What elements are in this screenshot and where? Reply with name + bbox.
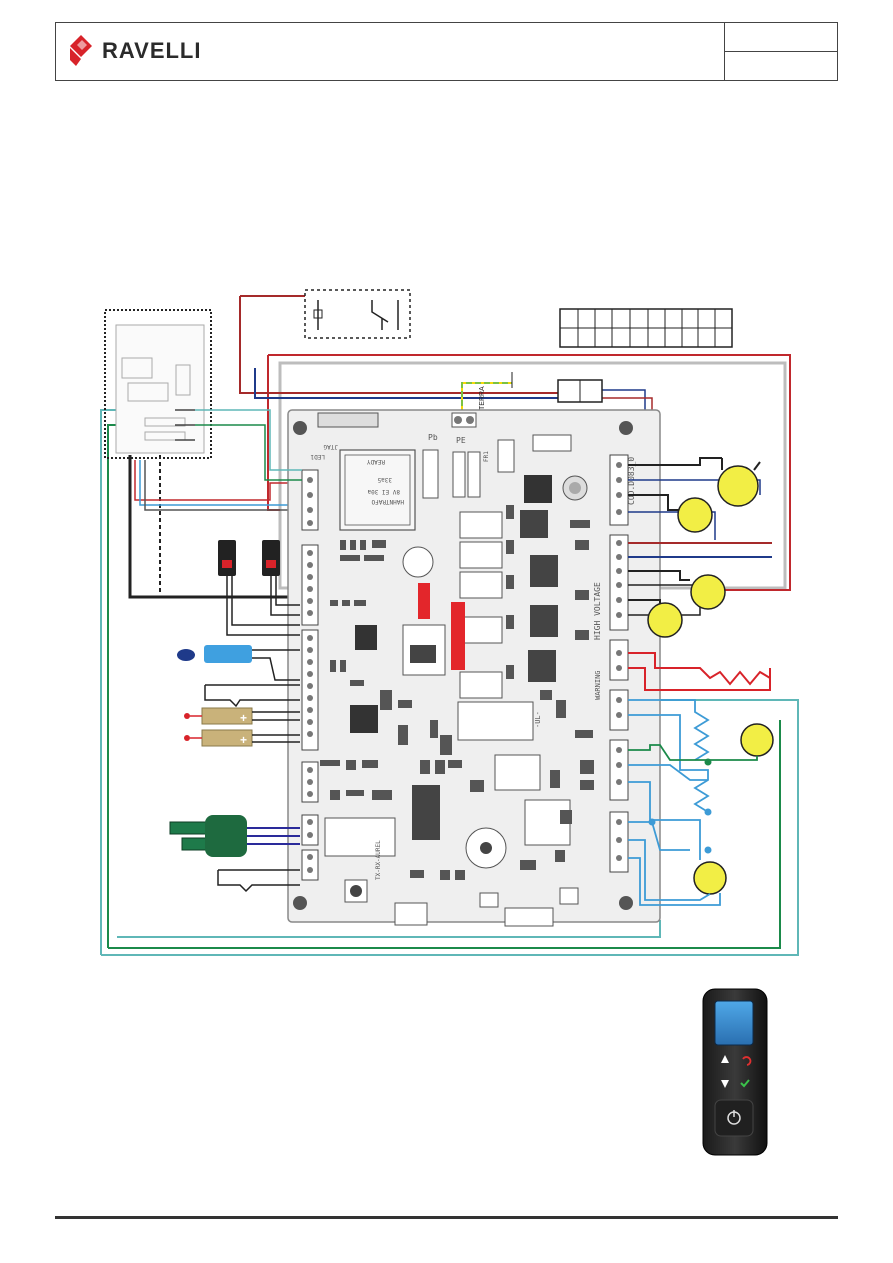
display-panel-part (127, 382, 169, 402)
pellet-sensor-connector-icon (169, 815, 300, 857)
high-voltage-label: HIGH VOLTAGE (593, 582, 602, 640)
header-cell-bottom (724, 52, 838, 81)
ravelli-flame-logo-icon (70, 35, 92, 66)
connector-outline (204, 684, 300, 708)
panel-wire (139, 460, 300, 506)
junction-dot (648, 818, 656, 826)
transformer-label: 8V EI 30a (367, 488, 400, 495)
jtag-label: JTAG (323, 443, 338, 450)
earth-frame-wire (107, 424, 195, 948)
motor-2-icon (677, 497, 713, 533)
junction-dot (704, 808, 712, 816)
fr1-label: FR1 (483, 451, 490, 462)
brand-name: RAVELLI (102, 38, 202, 63)
legend-table (559, 308, 733, 348)
signal-frame-wire (100, 409, 195, 955)
panel-cable (128, 455, 300, 599)
terra-label: TERRA (479, 386, 486, 410)
rf-module-label: TX-RX-AUREL (375, 840, 382, 880)
connector-outline (217, 869, 300, 893)
ready-label: READY (367, 458, 385, 465)
transformer-label: HAHNTRAFO (371, 498, 404, 505)
switch-coil (313, 309, 323, 319)
thermostat-1-icon (218, 540, 300, 636)
panel-wire (134, 460, 300, 501)
display-panel-part (144, 431, 186, 441)
back-arrow-icon[interactable] (742, 1056, 752, 1066)
pe-label: PE (456, 436, 466, 445)
right-wiring (628, 457, 772, 691)
ul-label: -UL- (534, 711, 542, 728)
brand-logo: RAVELLI (68, 35, 201, 67)
motor-3-icon (690, 574, 726, 610)
display-panel-part (175, 364, 191, 396)
signal-frame-wire (101, 699, 799, 956)
earth-wire (461, 382, 512, 415)
thermostat-2-icon (262, 540, 300, 616)
switch-contact (371, 300, 399, 330)
triangle-down-icon[interactable] (721, 1080, 729, 1088)
temperature-probe-icon (177, 645, 300, 681)
safety-switch-box (304, 289, 411, 339)
pcb-board: JTAG PE Pb 33a5 8V EI 30a HAHNTRAFO FR1 (287, 409, 661, 927)
remote-control-icon (702, 988, 768, 1156)
motor-6-icon (693, 861, 727, 895)
transformer-label: 33a5 (377, 476, 392, 483)
neutral-wire (254, 368, 560, 399)
display-panel-pins (175, 409, 195, 441)
display-panel-part (144, 417, 186, 427)
display-panel-part (121, 357, 153, 379)
thermocouple-1-icon: + (184, 707, 300, 725)
page-header: RAVELLI (55, 22, 838, 81)
motor-5-icon (740, 723, 774, 757)
thermocouple-2-icon: + (184, 729, 300, 747)
display-panel-enclosure (104, 309, 212, 459)
svg-text:+: + (240, 733, 247, 747)
signal-wire (195, 424, 302, 481)
pb-label: Pb (428, 433, 438, 442)
phase-wire (268, 354, 791, 591)
signal-wire (195, 409, 302, 471)
header-cell-top (724, 23, 838, 52)
led1-label: LED1 (310, 453, 325, 460)
triangle-up-icon[interactable] (721, 1055, 729, 1063)
display-panel (115, 324, 205, 454)
junction-dot (704, 758, 712, 766)
footer-rule (55, 1216, 838, 1219)
remote-screen (714, 1000, 754, 1046)
motor-4-icon (647, 602, 683, 638)
phase-wire (239, 296, 560, 394)
svg-text:+: + (240, 711, 247, 725)
motor-1-icon (717, 458, 761, 507)
check-icon[interactable] (740, 1079, 750, 1088)
earth-frame-wire (108, 720, 781, 949)
board-code-label: COD.D083_0 (627, 457, 636, 505)
warning-label: WARNING (594, 670, 602, 700)
panel-wire (144, 460, 300, 511)
junction-dot (704, 846, 712, 854)
signal-frame-wire (117, 920, 661, 938)
